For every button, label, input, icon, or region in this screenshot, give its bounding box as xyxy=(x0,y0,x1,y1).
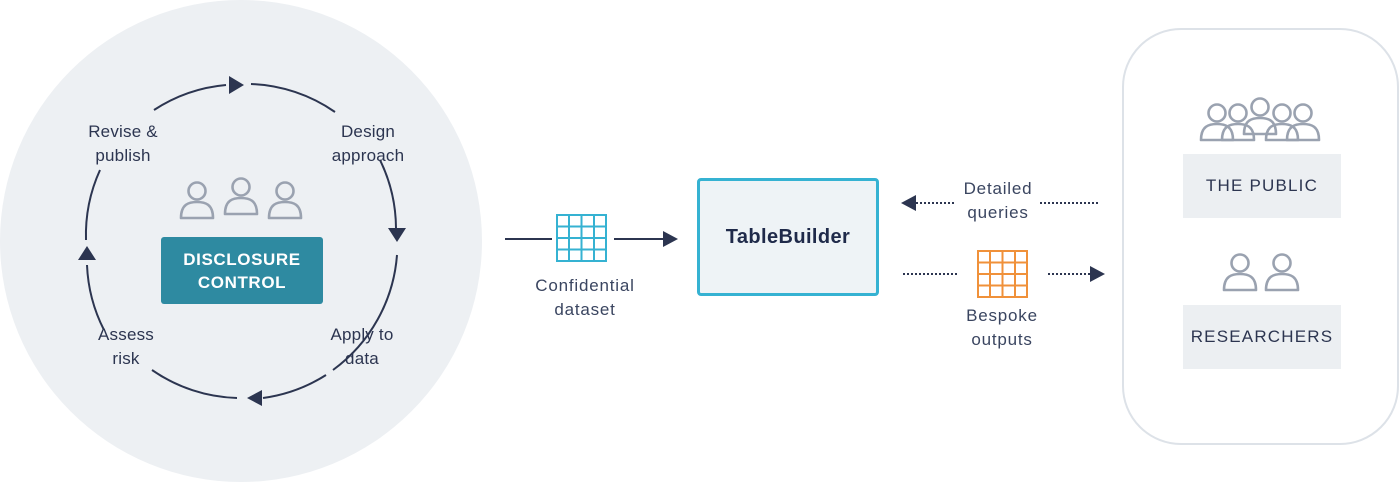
detailed-queries-label: Detailed queries xyxy=(963,179,1033,222)
arrowhead-queries xyxy=(901,195,916,211)
researchers-label: RESEARCHERS xyxy=(1190,327,1334,346)
the-public-box: THE PUBLIC xyxy=(1183,154,1341,218)
dataset-table-icon xyxy=(556,214,607,262)
arrowhead-right xyxy=(388,228,406,242)
step-revise-publish: Revise & publish xyxy=(88,122,158,165)
researchers-box: RESEARCHERS xyxy=(1183,305,1341,369)
the-public-label: THE PUBLIC xyxy=(1205,176,1319,195)
audience-panel xyxy=(1122,28,1399,445)
step-apply-to-data: Apply to data xyxy=(330,325,394,368)
tablebuilder-box[interactable]: TableBuilder xyxy=(697,178,879,296)
bespoke-outputs-label: Bespoke outputs xyxy=(966,306,1038,349)
confidential-dataset-label: Confidential dataset xyxy=(535,276,635,319)
arrowhead-outputs xyxy=(1090,266,1105,282)
disclosure-control-badge: DISCLOSURE CONTROL xyxy=(161,237,323,304)
step-design-approach: Design approach xyxy=(331,122,405,165)
cycle-arrows xyxy=(84,83,398,399)
tablebuilder-label: TableBuilder xyxy=(725,225,851,248)
arrowhead-left xyxy=(78,246,96,260)
arrowhead-to-tablebuilder xyxy=(663,231,678,247)
arrowhead-top xyxy=(229,76,244,94)
cycle-arrowheads xyxy=(78,76,406,406)
step-assess-risk: Assess risk xyxy=(98,325,154,368)
outputs-table-icon xyxy=(977,250,1028,298)
arrowhead-bottom xyxy=(247,390,262,406)
